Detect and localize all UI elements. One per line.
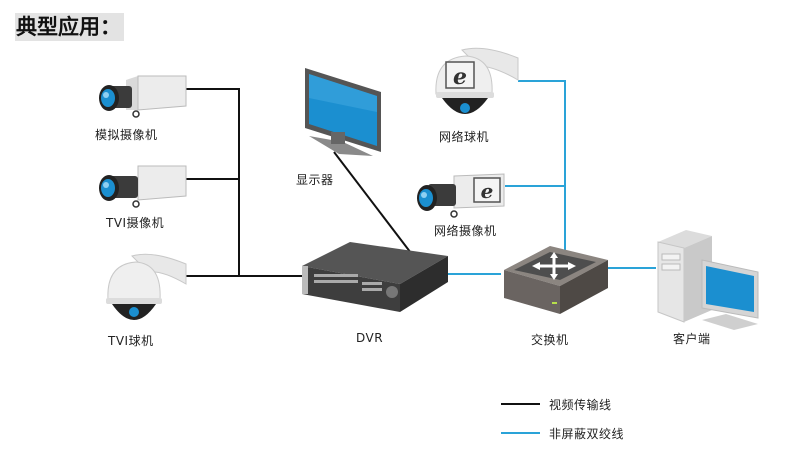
network-camera-icon: e bbox=[417, 173, 505, 218]
label-monitor: 显示器 bbox=[296, 173, 334, 187]
dvr-icon bbox=[302, 242, 448, 312]
tvi-camera-icon bbox=[99, 165, 187, 208]
wire-network-dome bbox=[518, 80, 566, 252]
legend-label-video-line: 视频传输线 bbox=[549, 398, 612, 412]
svg-text:e: e bbox=[453, 64, 467, 90]
wire-analog-camera bbox=[186, 88, 240, 276]
analog-camera-icon bbox=[99, 75, 187, 118]
label-network-camera: 网络摄像机 bbox=[434, 224, 497, 238]
svg-text:e: e bbox=[481, 179, 494, 203]
wire-monitor-to-dvr bbox=[333, 151, 415, 258]
monitor-icon bbox=[305, 68, 381, 156]
legend-label-network-line: 非屏蔽双绞线 bbox=[549, 427, 625, 441]
switch-icon bbox=[504, 246, 608, 314]
label-switch: 交换机 bbox=[531, 333, 569, 347]
label-tvi-dome: TVI球机 bbox=[108, 334, 154, 348]
label-network-dome: 网络球机 bbox=[439, 130, 490, 144]
client-pc-icon bbox=[657, 230, 759, 330]
label-tvi-camera: TVI摄像机 bbox=[106, 216, 165, 230]
label-dvr: DVR bbox=[356, 331, 384, 345]
label-analog-camera: 模拟摄像机 bbox=[95, 128, 158, 142]
page-title: 典型应用： bbox=[15, 13, 124, 41]
label-client: 客户端 bbox=[673, 332, 711, 346]
tvi-dome-camera-icon bbox=[106, 253, 187, 320]
network-dome-camera-icon: e bbox=[435, 47, 519, 114]
